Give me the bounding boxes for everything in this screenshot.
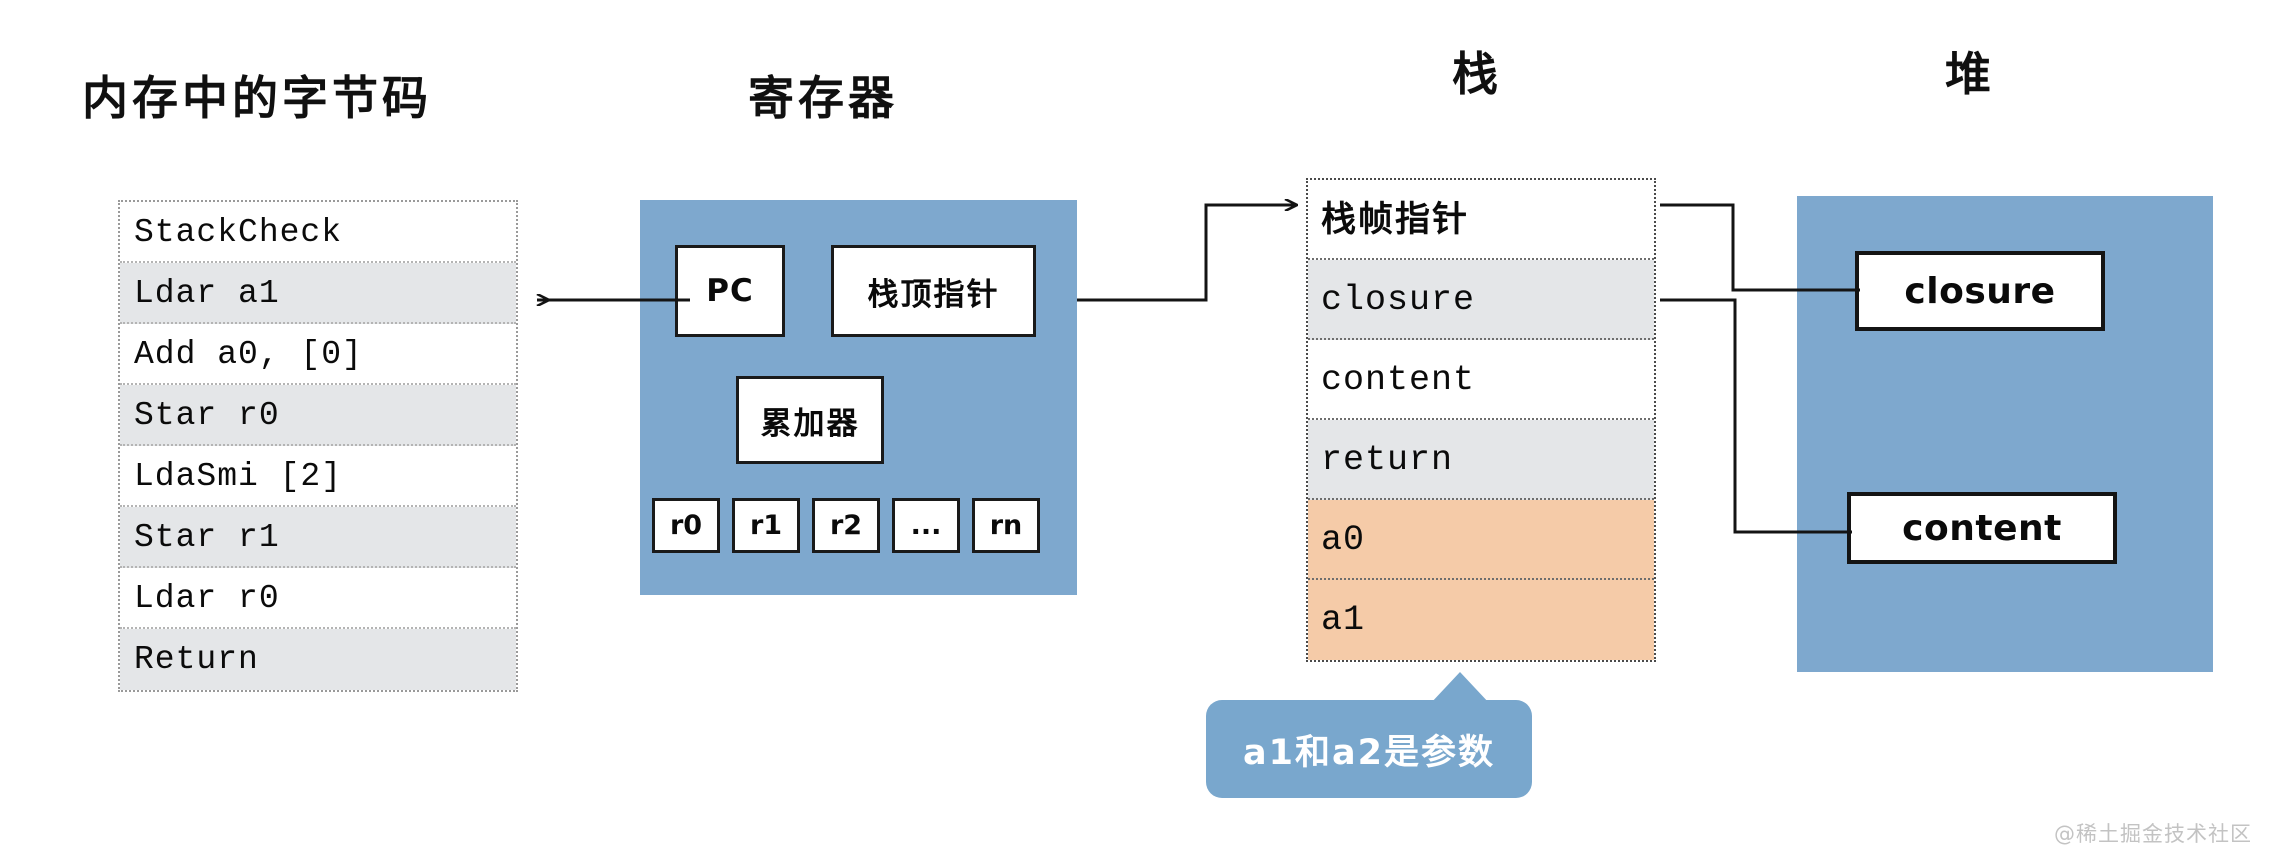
register-slot: ... [892,498,960,553]
stack-frame-list: 栈帧指针 closure content return a0 a1 [1306,178,1656,662]
heap-content-object: content [1847,492,2117,564]
register-slot: r1 [732,498,800,553]
bytecode-row: Return [120,629,516,690]
arguments-callout: a1和a2是参数 [1206,700,1532,798]
pc-register-box: PC [675,245,785,337]
register-slot: rn [972,498,1040,553]
bytecode-list: StackCheck Ldar a1 Add a0, [0] Star r0 L… [118,200,518,692]
stack-row-content: content [1308,340,1654,420]
heap-panel-upper [1797,196,2213,466]
stack-pointer-to-frame-pointer-arrow [1077,205,1296,302]
register-section-title: 寄存器 [748,71,898,125]
stack-row-a1: a1 [1308,580,1654,660]
stack-row-frame-pointer: 栈帧指针 [1308,180,1654,260]
register-slot: r2 [812,498,880,553]
accumulator-register-box: 累加器 [736,376,884,464]
heap-section-title: 堆 [1945,47,1995,101]
callout-tail [1430,672,1490,704]
bytecode-row: StackCheck [120,202,516,263]
stack-row-closure: closure [1308,260,1654,340]
heap-closure-object: closure [1855,251,2105,331]
register-panel: PC 栈顶指针 累加器 r0 r1 r2 ... rn [640,200,1077,595]
bytecode-row: Ldar r0 [120,568,516,629]
bytecode-row: Ldar a1 [120,263,516,324]
bytecode-row: LdaSmi [2] [120,446,516,507]
bytecode-row: Star r1 [120,507,516,568]
arguments-callout-text: a1和a2是参数 [1243,732,1495,773]
stack-pointer-register-box: 栈顶指针 [831,245,1036,337]
watermark: @稀土掘金技术社区 [2054,822,2252,846]
stack-section-title: 栈 [1452,47,1502,101]
register-slot: r0 [652,498,720,553]
bytecode-row: Add a0, [0] [120,324,516,385]
bytecode-row: Star r0 [120,385,516,446]
general-register-slots: r0 r1 r2 ... rn [652,498,1040,553]
bytecode-section-title: 内存中的字节码 [82,71,432,125]
stack-row-a0: a0 [1308,500,1654,580]
stack-row-return: return [1308,420,1654,500]
